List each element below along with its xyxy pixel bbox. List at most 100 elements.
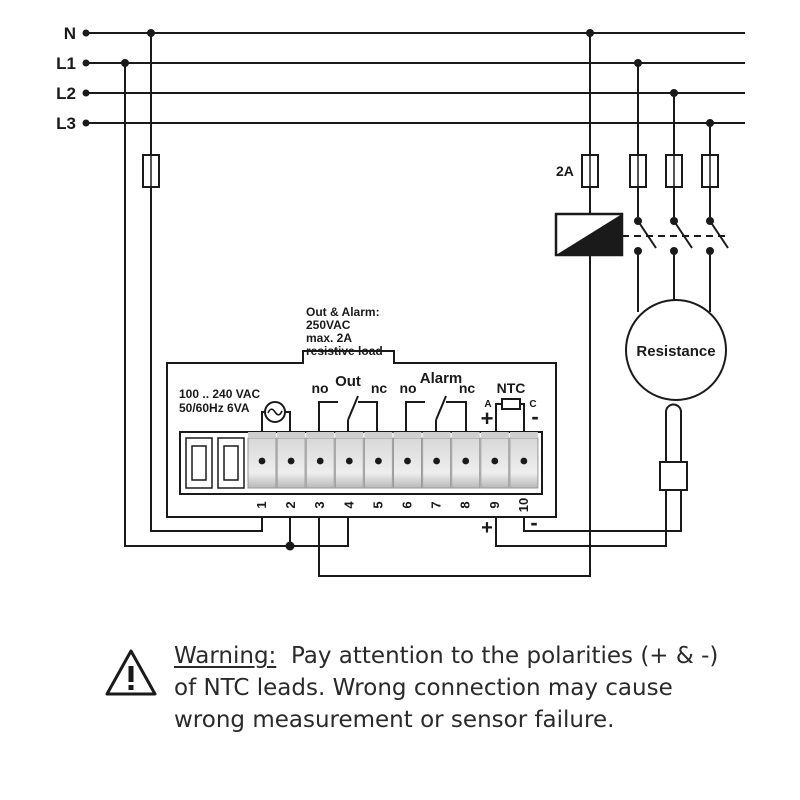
contact-dot [670,217,678,225]
relay-spec-line: resistive load [306,344,383,358]
ntc-plus-label: + [481,406,494,431]
supply-spec-line: 50/60Hz 6VA [179,401,250,415]
contact-dot [706,247,714,255]
terminal-cap [422,432,451,438]
ntc-plus-lead-label: + [481,517,493,539]
terminal-screw [520,457,528,465]
terminal-cap [248,432,276,438]
terminal-number-8: 8 [458,501,473,508]
contactor-coil [554,212,624,257]
terminal-screw [258,457,266,465]
terminal-number-1: 1 [254,501,269,508]
warning-message: Pay attention to the polarities (+ & -) … [174,643,719,733]
terminal-screw [345,457,353,465]
terminal-number-4: 4 [341,501,356,509]
junction-dot [586,29,594,37]
ntc-minus-lead-label: - [530,510,537,535]
line-label-l1: L1 [56,54,76,73]
ntc-element [501,398,521,410]
terminal-screw [491,457,499,465]
junction-dot [121,59,129,67]
contact-dot [634,217,642,225]
relay-spec-line: 250VAC [306,318,351,332]
relay-spec-line: max. 2A [306,331,352,345]
line-label-l2: L2 [56,84,76,103]
terminal-number-10: 10 [516,498,531,512]
alarm-no-lead [405,401,425,432]
ntc-sensor-probe [659,403,688,491]
terminal-screw [404,457,411,465]
warning-triangle-icon [105,649,157,696]
junction-dot [285,541,295,551]
line-l1-terminal-dot [82,59,90,67]
ntc-minus-label: - [531,404,538,429]
alarm-label: Alarm [420,370,463,387]
relay-spec-line: Out & Alarm: [306,305,380,319]
out-nc-lead [358,401,378,432]
wire-l1-to-terminal-1 [124,63,291,547]
alarm-no-label: no [399,380,416,396]
terminal-number-7: 7 [429,501,444,508]
terminal-cap [480,432,509,438]
contact-dot [634,247,642,255]
alarm-nc-label: nc [459,380,476,396]
line-l2-terminal-dot [82,89,90,97]
out-no-lead [318,401,338,432]
supply-spec-line: 100 .. 240 VAC [179,387,260,401]
out-nc-label: nc [371,380,388,396]
terminal-screw [316,457,324,465]
terminal-screw [375,457,382,465]
terminal-number-6: 6 [400,501,415,508]
terminal-cap [277,432,306,438]
junction-dot [670,89,678,97]
ntc-internal-leads [495,403,502,432]
ntc-c-label: C [529,399,536,410]
terminal-number-5: 5 [370,501,385,508]
warning-text: Warning: Pay attention to the polarities… [174,640,734,736]
terminal-screw [462,457,470,465]
terminal-cap [509,432,538,438]
out-switch-blade [347,395,359,421]
terminal-cap [306,432,335,438]
contact-dot [706,217,714,225]
warning-title: Warning: [174,643,277,669]
contact-blade-3 [709,220,729,249]
terminals-layer [247,432,539,489]
terminal-number-9: 9 [487,501,502,508]
contact-blade-1 [637,220,657,249]
terminal-cap [393,432,422,438]
contact-dot [670,247,678,255]
terminal-cap [335,432,364,438]
terminal-screw [433,457,440,465]
line-label-n: N [64,24,76,43]
wire-fuse-to-terminal-1 [150,187,263,532]
ntc-label: NTC [497,380,526,396]
out-label: Out [335,373,361,390]
alarm-switch-blade [435,395,447,421]
terminal-cap [451,432,480,438]
wire-terminal-4-jumper [290,515,349,547]
wire-ntc-minus [523,490,682,532]
resistance-load [625,299,727,401]
alarm-nc-lead [446,401,467,432]
terminal-number-2: 2 [283,501,298,508]
line-l3-terminal-dot [82,119,90,127]
wire-ntc-plus [495,490,667,547]
terminal-number-3: 3 [312,501,327,508]
junction-dot [634,59,642,67]
terminal-numbers: 1 2 3 4 5 6 7 8 9 10 [254,498,531,512]
terminal-screw [287,457,295,465]
fuse-label: 2A [556,163,574,179]
junction-dot [147,29,155,37]
ntc-a-label: A [484,399,491,410]
out-no-label: no [311,380,328,396]
terminal-cap [364,432,393,438]
junction-dot [706,119,714,127]
load-label: Resistance [636,343,715,360]
line-label-l3: L3 [56,114,76,133]
line-n-terminal-dot [82,29,90,37]
